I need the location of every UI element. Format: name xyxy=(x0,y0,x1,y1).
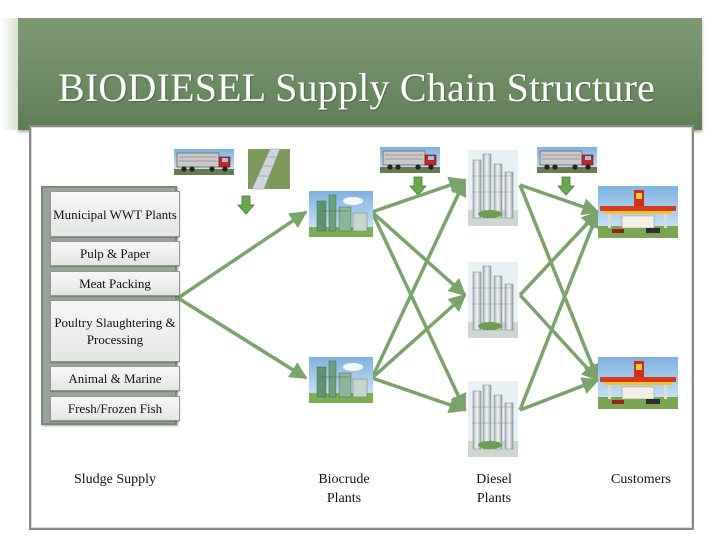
sludge-source-group: Municipal WWT Plants Pulp & Paper Meat P… xyxy=(41,186,180,425)
diesel-refinery-icon xyxy=(467,380,519,458)
source-pulp-paper: Pulp & Paper xyxy=(50,241,180,266)
label-diesel-plants: Diesel Plants xyxy=(476,472,512,506)
gas-station-icon xyxy=(597,356,679,410)
down-arrow-icon xyxy=(409,176,427,196)
dump-truck-icon xyxy=(173,148,235,176)
flow-arrow xyxy=(518,184,601,382)
flow-arrow xyxy=(370,210,467,297)
label-biocrude-plants: Biocrude Plants xyxy=(318,472,370,506)
diesel-refinery-icon xyxy=(467,149,519,227)
dump-truck-icon xyxy=(379,146,441,174)
label-sludge-supply: Sludge Supply xyxy=(73,472,157,487)
flow-arrow xyxy=(519,183,600,216)
flow-arrows xyxy=(177,176,601,414)
flow-arrow xyxy=(177,296,308,380)
diesel-refinery-icon xyxy=(467,261,519,339)
flow-arrow xyxy=(370,178,467,379)
flow-arrow xyxy=(371,176,467,214)
source-meat-packing: Meat Packing xyxy=(50,271,180,296)
down-arrow-icon xyxy=(557,176,575,196)
flow-arrow xyxy=(518,293,600,382)
source-poultry: Poultry Slaughtering & Processing xyxy=(50,300,180,362)
flow-arrow xyxy=(371,376,467,414)
dump-truck-icon xyxy=(536,146,598,174)
source-fish: Fresh/Frozen Fish xyxy=(50,396,180,421)
pipeline-icon xyxy=(248,148,290,190)
gas-station-icon xyxy=(597,185,679,239)
biocrude-plant-icon xyxy=(308,190,374,238)
source-animal-marine: Animal & Marine xyxy=(50,366,180,391)
flow-arrow xyxy=(177,210,308,300)
flow-arrow xyxy=(370,293,467,380)
page-title: BIODIESEL Supply Chain Structure xyxy=(58,65,656,110)
biocrude-plant-icon xyxy=(308,356,374,404)
source-municipal-wwt: Municipal WWT Plants xyxy=(50,191,180,237)
title-banner: BIODIESEL Supply Chain Structure xyxy=(0,18,702,130)
flow-arrow xyxy=(370,211,467,412)
flow-arrow xyxy=(519,377,600,412)
down-arrow-icon xyxy=(237,195,255,215)
flow-arrow xyxy=(518,210,601,411)
label-customers: Customers xyxy=(611,472,671,487)
